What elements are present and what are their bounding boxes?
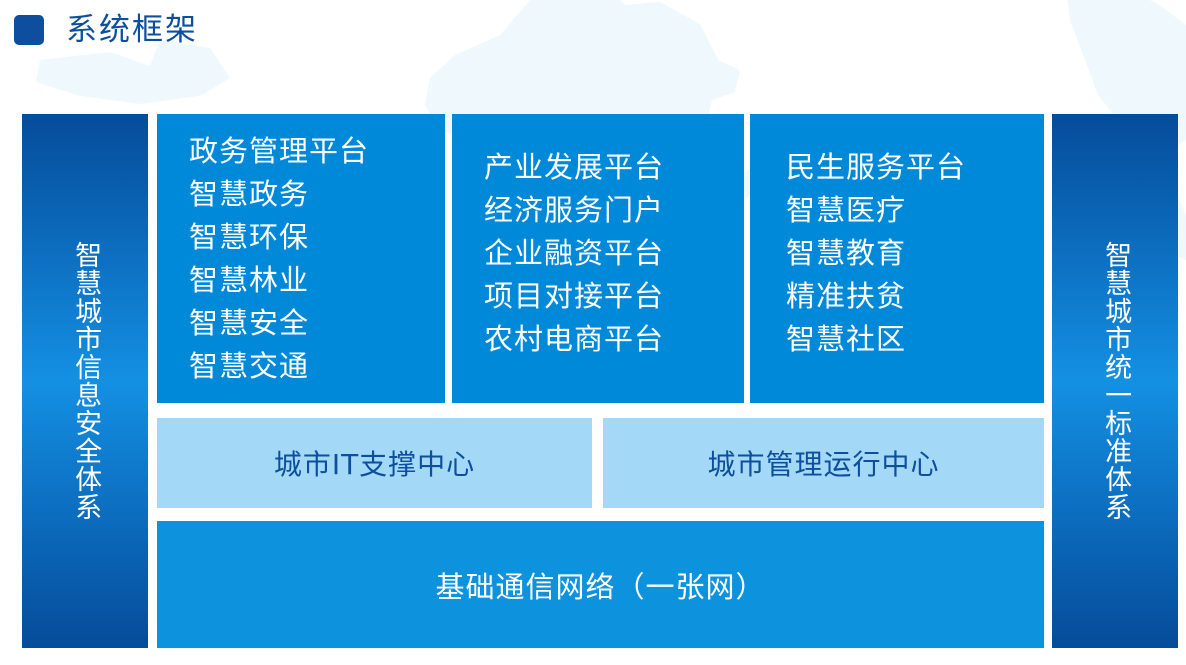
- panel-livelihood-platform: 民生服务平台 智慧医疗 智慧教育 精准扶贫 智慧社区: [750, 114, 1044, 403]
- panel-line: 智慧交通: [189, 348, 310, 383]
- panel-line: 智慧教育: [786, 235, 907, 270]
- panel-line: 智慧政务: [189, 176, 310, 211]
- square-marker-icon: [14, 15, 44, 45]
- panel-line: 农村电商平台: [484, 321, 665, 356]
- box-city-it-support-center: 城市IT支撑中心: [157, 418, 592, 508]
- page-header: 系统框架: [0, 0, 1186, 60]
- panel-industry-platform: 产业发展平台 经济服务门户 企业融资平台 项目对接平台 农村电商平台: [452, 114, 744, 403]
- panel-line: 智慧医疗: [786, 192, 907, 227]
- page-title: 系统框架: [66, 11, 198, 48]
- panel-government-platform: 政务管理平台 智慧政务 智慧环保 智慧林业 智慧安全 智慧交通: [157, 114, 445, 403]
- box-basic-communication-network: 基础通信网络（一张网）: [157, 521, 1044, 648]
- panel-line: 智慧林业: [189, 262, 310, 297]
- box-label: 基础通信网络（一张网）: [435, 569, 766, 604]
- panel-line: 民生服务平台: [786, 150, 967, 184]
- panel-line: 企业融资平台: [484, 235, 665, 270]
- panel-line: 智慧安全: [189, 305, 310, 340]
- panel-line: 精准扶贫: [786, 278, 907, 313]
- right-rail-label: 智慧城市统一标准体系: [1100, 241, 1132, 521]
- right-rail-unified-standard: 智慧城市统一标准体系: [1052, 114, 1178, 648]
- panel-line: 产业发展平台: [484, 150, 665, 184]
- box-label: 城市IT支撑中心: [273, 448, 476, 481]
- left-rail-label: 智慧城市信息安全体系: [70, 241, 102, 521]
- box-city-management-operation-center: 城市管理运行中心: [603, 418, 1044, 508]
- panel-line: 智慧环保: [189, 219, 310, 254]
- panel-line: 项目对接平台: [484, 278, 665, 313]
- panel-line: 智慧社区: [786, 321, 907, 356]
- left-rail-information-security: 智慧城市信息安全体系: [22, 114, 148, 648]
- panel-line: 政务管理平台: [189, 134, 370, 168]
- panel-line: 经济服务门户: [484, 192, 665, 227]
- box-label: 城市管理运行中心: [707, 448, 940, 481]
